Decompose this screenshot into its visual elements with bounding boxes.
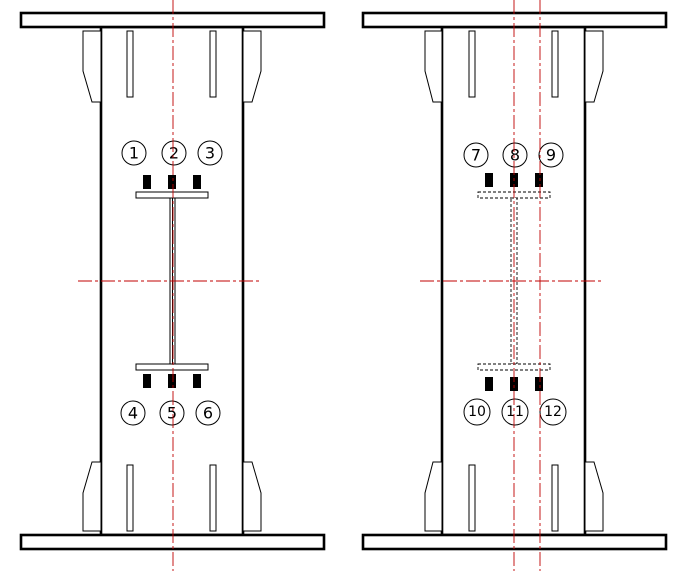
left-bottom-plate [19, 533, 326, 551]
right-stiffener-top-2 [551, 30, 559, 98]
gauge-number: 3 [205, 144, 215, 163]
strain-gauge-9 [535, 173, 543, 187]
gauge-number: 2 [169, 144, 179, 163]
right-rib-top-left [424, 30, 443, 103]
gauge-number: 11 [506, 404, 524, 420]
left-rib-top-left [82, 30, 102, 103]
gauge-number: 4 [128, 404, 138, 423]
gauge-number: 6 [203, 404, 213, 423]
strain-gauge-5 [168, 374, 176, 388]
right-stiffener-bottom-2 [551, 464, 559, 532]
right-specimen: 7 8 9 10 11 12 [361, 0, 668, 571]
gauge-label-6: 6 [195, 400, 221, 426]
right-rib-bottom-right [584, 461, 604, 532]
strain-gauge-7 [485, 173, 493, 187]
right-rib-top-right [584, 30, 604, 103]
gauge-label-12: 12 [539, 398, 567, 426]
gauge-number: 7 [471, 146, 481, 165]
strain-gauge-6 [193, 374, 201, 388]
gauge-label-9: 9 [538, 142, 564, 168]
gauge-label-3: 3 [197, 140, 223, 166]
gauge-label-8: 8 [502, 142, 528, 168]
left-specimen: 1 2 3 4 5 6 [19, 0, 326, 571]
right-rib-bottom-left [424, 461, 443, 532]
right-stiffener-top-1 [468, 30, 476, 98]
gauge-label-4: 4 [120, 400, 146, 426]
gauge-label-2: 2 [161, 140, 187, 166]
left-rib-top-right [242, 30, 262, 103]
gauge-label-7: 7 [463, 142, 489, 168]
left-beam-bottom-flange [135, 363, 209, 371]
left-rib-bottom-left [82, 461, 102, 532]
gauge-number: 12 [544, 404, 562, 420]
right-stiffener-bottom-1 [468, 464, 476, 532]
gauge-label-1: 1 [121, 140, 147, 166]
right-bottom-plate [361, 533, 668, 551]
strain-gauge-2 [168, 175, 176, 189]
strain-gauge-11 [510, 377, 518, 391]
gauge-number: 10 [468, 404, 486, 420]
strain-gauge-10 [485, 377, 493, 391]
left-rib-bottom-right [242, 461, 262, 532]
strain-gauge-12 [535, 377, 543, 391]
left-stiffener-top-2 [209, 30, 217, 98]
left-stiffener-bottom-1 [126, 464, 134, 532]
gauge-number: 9 [546, 146, 556, 165]
left-beam-top-flange [135, 191, 209, 199]
gauge-number: 1 [129, 144, 139, 163]
gauge-label-5: 5 [159, 400, 185, 426]
gauge-label-11: 11 [501, 398, 529, 426]
gauge-number: 8 [510, 146, 520, 165]
strain-gauge-1 [143, 175, 151, 189]
left-stiffener-top-1 [126, 30, 134, 98]
right-top-plate [361, 11, 668, 29]
left-stiffener-bottom-2 [209, 464, 217, 532]
strain-gauge-4 [143, 374, 151, 388]
gauge-label-10: 10 [463, 398, 491, 426]
strain-gauge-3 [193, 175, 201, 189]
gauge-number: 5 [167, 404, 177, 423]
left-top-plate [19, 11, 326, 29]
